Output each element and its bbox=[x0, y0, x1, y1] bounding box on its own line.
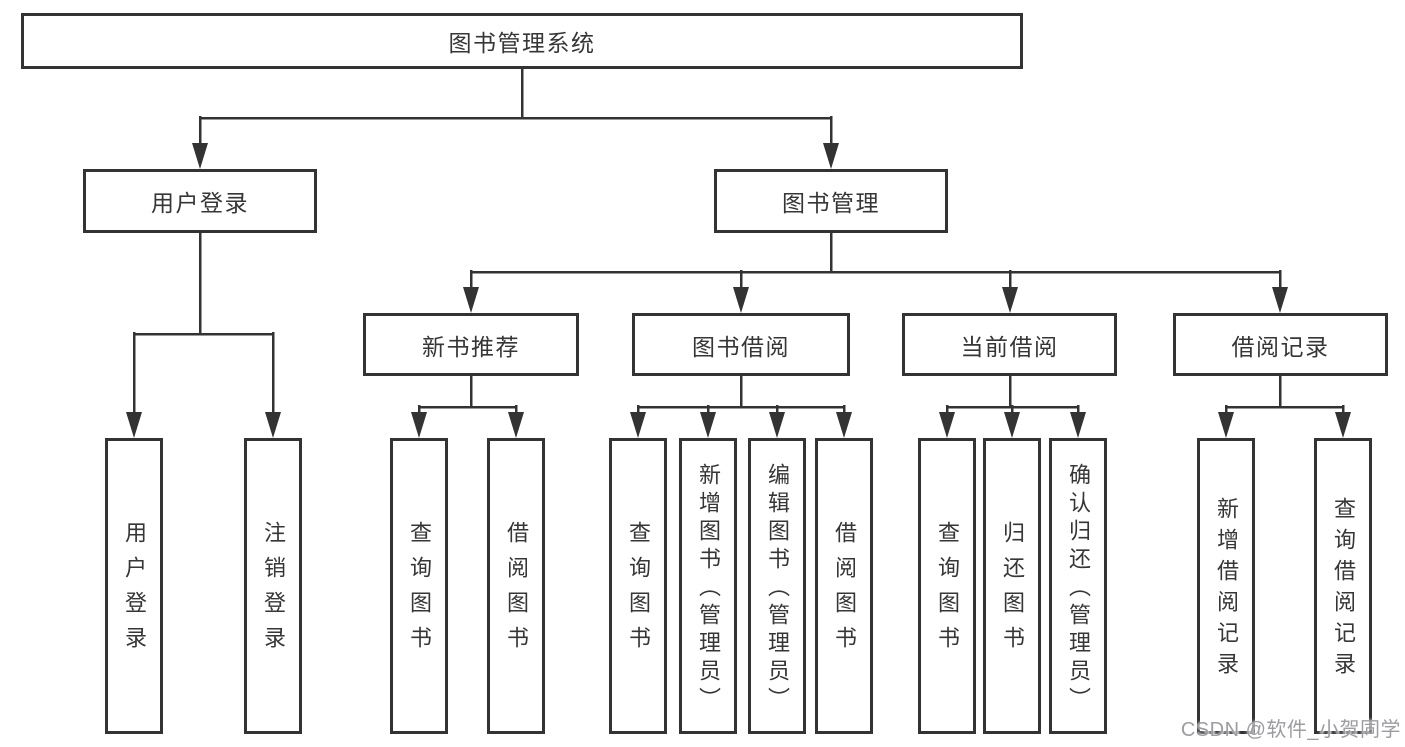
node-new-book-recommend: 新书推荐 bbox=[363, 313, 579, 376]
node-user-login-label: 用户登录 bbox=[151, 190, 249, 216]
leaf-logout: 注销登录 bbox=[244, 438, 302, 734]
node-user-login: 用户登录 bbox=[83, 169, 317, 233]
leaf-records-add-record-label: 新增借阅记录 bbox=[1214, 496, 1239, 683]
leaf-user-login-label: 用户登录 bbox=[122, 521, 147, 661]
leaf-borrow-borrow-books: 借阅图书 bbox=[815, 438, 873, 734]
node-book-management: 图书管理 bbox=[714, 169, 948, 233]
leaf-current-confirm-return-admin-label: 确认归还（管理员） bbox=[1066, 462, 1091, 715]
leaf-records-query-record-label: 查询借阅记录 bbox=[1331, 496, 1356, 683]
leaf-recommend-borrow-books-label: 借阅图书 bbox=[504, 521, 529, 661]
leaf-current-query-books-label: 查询图书 bbox=[935, 521, 960, 661]
node-current-borrow-label: 当前借阅 bbox=[960, 333, 1059, 360]
leaf-borrow-edit-books-admin-label: 编辑图书（管理员） bbox=[765, 462, 790, 715]
node-book-borrow: 图书借阅 bbox=[632, 313, 850, 376]
arrowhead-icons bbox=[126, 143, 1351, 438]
leaf-logout-label: 注销登录 bbox=[261, 521, 286, 661]
leaf-borrow-query-books: 查询图书 bbox=[609, 438, 667, 734]
node-book-borrow-label: 图书借阅 bbox=[692, 333, 790, 360]
leaf-current-return-books-label: 归还图书 bbox=[1000, 521, 1025, 661]
node-borrow-records-label: 借阅记录 bbox=[1231, 333, 1330, 360]
csdn-watermark: CSDN @软件_小贺同学 bbox=[1180, 719, 1401, 741]
leaf-borrow-edit-books-admin: 编辑图书（管理员） bbox=[748, 438, 806, 734]
node-book-management-label: 图书管理 bbox=[782, 190, 880, 216]
leaf-recommend-borrow-books: 借阅图书 bbox=[487, 438, 545, 734]
leaf-borrow-borrow-books-label: 借阅图书 bbox=[832, 521, 857, 661]
leaf-user-login: 用户登录 bbox=[105, 438, 163, 734]
leaf-borrow-add-books-admin: 新增图书（管理员） bbox=[679, 438, 737, 734]
leaf-recommend-query-books: 查询图书 bbox=[390, 438, 448, 734]
leaf-records-query-record: 查询借阅记录 bbox=[1314, 438, 1372, 734]
leaf-current-query-books: 查询图书 bbox=[918, 438, 976, 734]
leaf-borrow-query-books-label: 查询图书 bbox=[626, 521, 651, 661]
leaf-current-confirm-return-admin: 确认归还（管理员） bbox=[1049, 438, 1107, 734]
node-current-borrow: 当前借阅 bbox=[902, 313, 1117, 376]
node-borrow-records: 借阅记录 bbox=[1173, 313, 1388, 376]
leaf-records-add-record: 新增借阅记录 bbox=[1197, 438, 1255, 734]
leaf-borrow-add-books-admin-label: 新增图书（管理员） bbox=[696, 462, 721, 715]
node-new-book-recommend-label: 新书推荐 bbox=[422, 333, 520, 360]
node-root-label: 图书管理系统 bbox=[448, 30, 596, 56]
leaf-current-return-books: 归还图书 bbox=[983, 438, 1041, 734]
node-root: 图书管理系统 bbox=[21, 13, 1023, 69]
leaf-recommend-query-books-label: 查询图书 bbox=[407, 521, 432, 661]
